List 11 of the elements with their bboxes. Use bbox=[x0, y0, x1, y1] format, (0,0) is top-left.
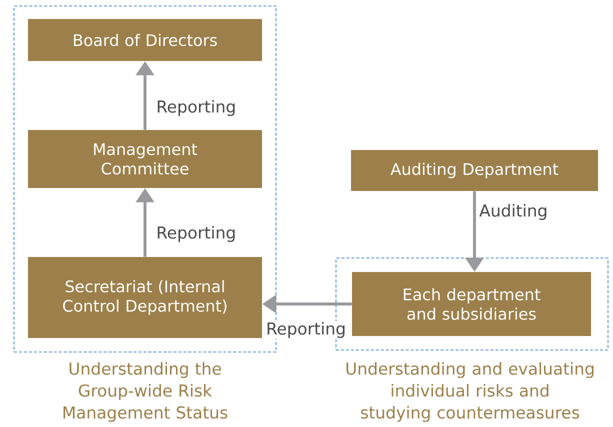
process-box: Board of Directors bbox=[28, 19, 262, 61]
process-box: Each department and subsidiaries bbox=[352, 272, 591, 336]
group-label: Understanding and evaluating individual risks and studying countermeasures bbox=[346, 362, 594, 422]
group-label: Understanding the Group-wide Risk Management Status bbox=[64, 362, 228, 422]
process-box: Management Committee bbox=[28, 130, 262, 188]
edge-label: Reporting bbox=[265, 321, 347, 339]
edge-label: Reporting bbox=[155, 99, 238, 117]
edge-label: Auditing bbox=[478, 203, 549, 221]
edge-label: Reporting bbox=[155, 225, 238, 243]
process-box: Secretariat (Internal Control Department) bbox=[28, 257, 262, 338]
process-box: Auditing Department bbox=[351, 150, 598, 191]
